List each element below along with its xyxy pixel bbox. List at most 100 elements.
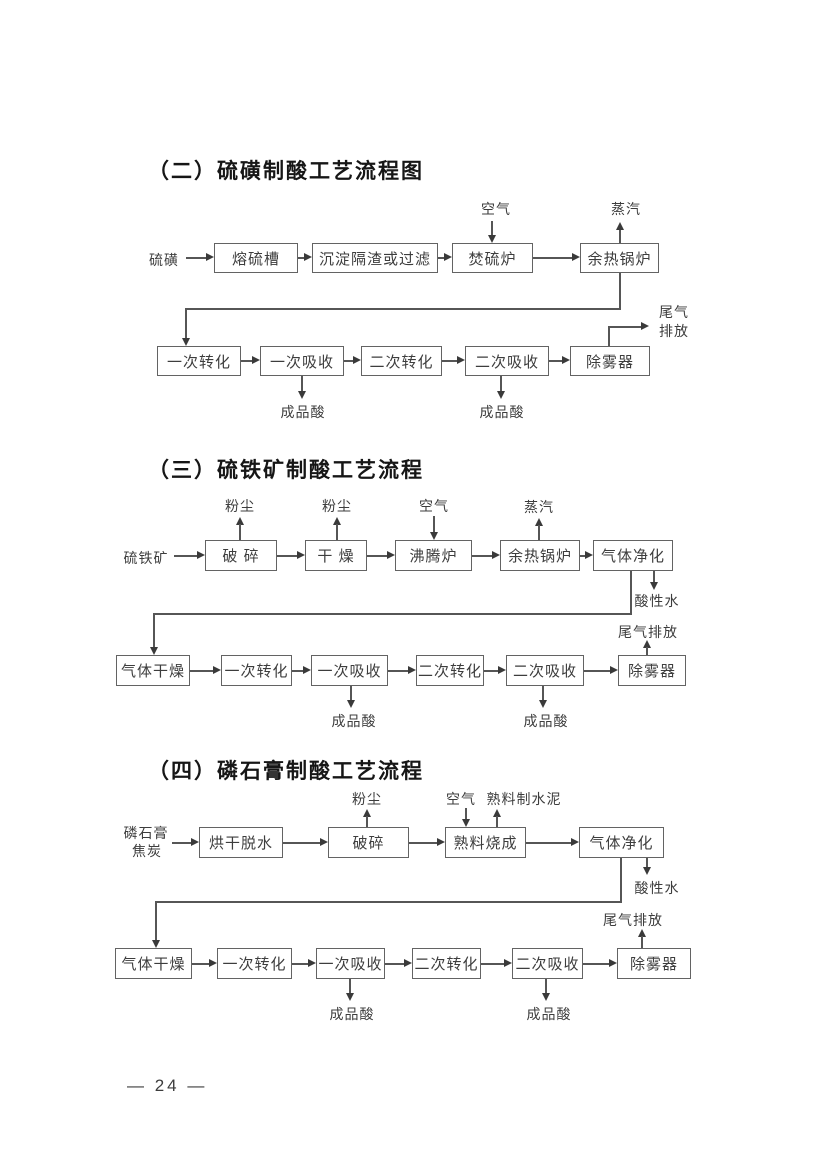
label-input-sulfur: 硫磺 [149, 252, 179, 268]
flow-line [653, 571, 655, 583]
flow-box-first-conversion: 一次转化 [221, 655, 292, 686]
arrowhead-down [542, 993, 550, 1001]
arrowhead-right [609, 959, 617, 967]
flow-box-gas-drying: 气体干燥 [115, 948, 192, 979]
flow-line [545, 979, 547, 994]
arrowhead-right [585, 551, 593, 559]
label-product-acid: 成品酸 [280, 404, 326, 420]
flow-box-melt-tank: 熔硫槽 [214, 243, 298, 273]
section-title-pyrite-process: （三）硫铁矿制酸工艺流程 [148, 459, 424, 482]
flow-box-second-absorption: 二次吸收 [465, 346, 549, 376]
arrowhead-up [363, 809, 371, 817]
arrowhead-down [539, 700, 547, 708]
arrowhead-down [497, 391, 505, 399]
arrowhead-down [650, 582, 658, 590]
arrowhead-right [191, 838, 199, 846]
flow-line [190, 670, 214, 672]
flow-line [174, 555, 198, 557]
flow-line [336, 524, 338, 540]
flow-box-second-conversion: 二次转化 [412, 948, 481, 979]
arrowhead-down [488, 235, 496, 243]
flow-line [409, 842, 438, 844]
label-steam: 蒸汽 [524, 499, 554, 515]
arrowhead-right [641, 322, 649, 330]
flow-line [192, 963, 210, 965]
flow-line [438, 257, 446, 259]
flow-line [538, 525, 540, 540]
flow-line [619, 273, 621, 308]
label-product-acid: 成品酸 [523, 713, 569, 729]
label-air: 空气 [481, 201, 511, 217]
flow-box-settling-filter: 沉淀隔渣或过滤 [312, 243, 438, 273]
flow-line [350, 686, 352, 701]
flow-line [641, 936, 643, 948]
flow-line [366, 816, 368, 827]
flow-box-waste-heat-boiler: 余热锅炉 [580, 243, 659, 273]
arrowhead-up [493, 809, 501, 817]
label-product-acid: 成品酸 [331, 713, 377, 729]
arrowhead-right [610, 666, 618, 674]
flow-line [301, 376, 303, 392]
flow-line [580, 555, 586, 557]
arrowhead-right [387, 551, 395, 559]
flow-line [496, 816, 498, 827]
flow-box-drying: 干 燥 [305, 540, 367, 571]
arrowhead-up [535, 518, 543, 526]
flow-line [526, 842, 572, 844]
arrowhead-down [182, 338, 190, 346]
flow-line [608, 326, 642, 328]
arrowhead-right [304, 253, 312, 261]
flow-line [239, 524, 241, 540]
arrowhead-down [150, 647, 158, 655]
flow-box-waste-heat-boiler: 余热锅炉 [500, 540, 580, 571]
flow-line [349, 979, 351, 994]
label-input-coke: 焦炭 [132, 843, 162, 859]
arrowhead-right [498, 666, 506, 674]
arrowhead-right [303, 666, 311, 674]
flow-line [583, 963, 610, 965]
flow-box-first-conversion: 一次转化 [217, 948, 292, 979]
label-product-acid: 成品酸 [329, 1006, 375, 1022]
arrowhead-right [297, 551, 305, 559]
flow-line [433, 516, 435, 533]
flow-line [465, 808, 467, 820]
arrowhead-right [206, 253, 214, 261]
flow-box-gas-purification: 气体净化 [579, 827, 664, 858]
label-air: 空气 [419, 498, 449, 514]
flow-line [241, 360, 253, 362]
page-number: — 24 — [127, 1076, 208, 1095]
flow-box-first-conversion: 一次转化 [157, 346, 241, 376]
flow-line [298, 257, 306, 259]
arrowhead-up [236, 517, 244, 525]
arrowhead-down [152, 940, 160, 948]
flow-line [619, 230, 621, 243]
label-input-pyrite: 硫铁矿 [123, 550, 169, 566]
arrowhead-right [572, 253, 580, 261]
flow-line [344, 360, 354, 362]
flow-line [608, 326, 610, 346]
flow-line [481, 963, 505, 965]
arrowhead-right [571, 838, 579, 846]
arrowhead-up [638, 929, 646, 937]
flow-line [185, 308, 187, 339]
label-product-acid: 成品酸 [479, 404, 525, 420]
flow-box-demister: 除雾器 [617, 948, 691, 979]
flow-line [542, 686, 544, 701]
flow-line [484, 670, 499, 672]
flow-box-first-absorption: 一次吸收 [260, 346, 344, 376]
flow-line [155, 901, 622, 903]
label-dust: 粉尘 [322, 498, 352, 514]
label-tail-gas: 尾气排放 [618, 624, 678, 640]
arrowhead-down [430, 532, 438, 540]
flow-box-crushing: 破碎 [328, 827, 409, 858]
arrowhead-right [492, 551, 500, 559]
flow-line [549, 360, 563, 362]
flow-box-clinker-sintering: 熟料烧成 [445, 827, 526, 858]
arrowhead-up [333, 517, 341, 525]
arrowhead-right [444, 253, 452, 261]
flow-box-drying-dehydration: 烘干脱水 [199, 827, 283, 858]
arrowhead-right [213, 666, 221, 674]
flow-line [584, 670, 611, 672]
label-acid-water: 酸性水 [634, 593, 680, 609]
